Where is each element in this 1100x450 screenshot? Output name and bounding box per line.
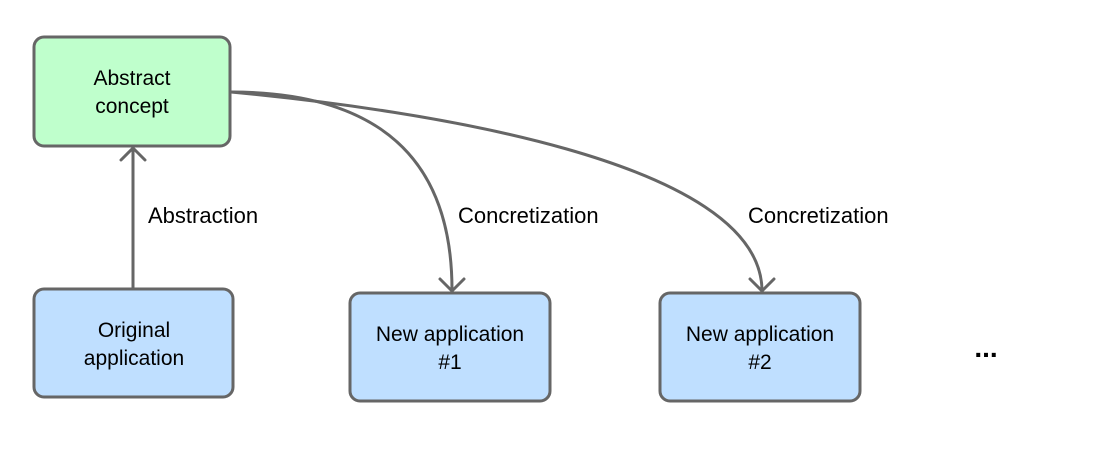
original-application-label-line2: application [84, 347, 184, 370]
abstract-concept-box [32, 35, 232, 148]
concretization-2-arrow-line [230, 90, 764, 291]
new-application-2-box [658, 291, 862, 403]
original-application-node: Original application [32, 287, 235, 399]
abstract-concept-label-line2: concept [95, 95, 169, 118]
more-applications-ellipsis: ... [974, 332, 997, 363]
concretization-1-label: Concretization [458, 203, 599, 228]
abstract-concept-node: Abstract concept [32, 35, 232, 148]
concretization-1-edge [230, 90, 466, 293]
concretization-2-edge [230, 90, 776, 293]
concretization-1-arrowhead [438, 277, 466, 293]
new-application-1-box [348, 291, 552, 403]
abstraction-label: Abstraction [148, 203, 258, 228]
new-application-1-label-line1: New application [376, 323, 524, 346]
abstraction-edge [119, 146, 147, 289]
new-application-2-node: New application #2 [658, 291, 862, 403]
new-application-2-label-line1: New application [686, 323, 834, 346]
concretization-2-arrowhead [748, 277, 776, 293]
concretization-2-label: Concretization [748, 203, 889, 228]
original-application-box [32, 287, 235, 399]
concretization-1-arrow-line [230, 90, 454, 291]
abstraction-arrowhead [119, 146, 147, 162]
new-application-1-label-line2: #1 [438, 351, 461, 374]
new-application-1-node: New application #1 [348, 291, 552, 403]
original-application-label-line1: Original [98, 319, 170, 342]
abstract-concept-label-line1: Abstract [93, 67, 170, 90]
new-application-2-label-line2: #2 [748, 351, 771, 374]
